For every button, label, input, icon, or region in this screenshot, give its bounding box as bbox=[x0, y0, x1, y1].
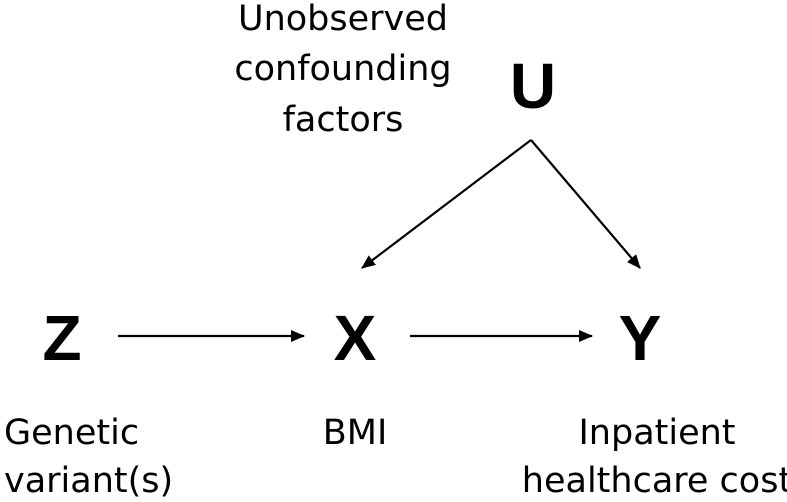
node-x-label-line-1: BMI bbox=[323, 413, 388, 453]
node-z-letter: Z bbox=[42, 302, 81, 374]
node-z-label-line-2: variant(s) bbox=[4, 461, 173, 501]
node-u-label-line-2: confounding bbox=[234, 49, 451, 89]
node-u-label: Unobserved confounding factors bbox=[234, 0, 451, 140]
node-z-label-line-1: Genetic bbox=[4, 413, 139, 453]
edge-u-to-y bbox=[530, 139, 641, 269]
node-y-letter: Y bbox=[619, 302, 662, 374]
node-u-label-line-3: factors bbox=[283, 100, 404, 140]
node-y-label-line-2: healthcare cost bbox=[522, 461, 787, 501]
node-u-label-line-1: Unobserved bbox=[238, 0, 448, 39]
node-z-label: Genetic variant(s) bbox=[4, 413, 173, 501]
node-y-label: Inpatient healthcare cost bbox=[522, 413, 787, 501]
node-x-label: BMI bbox=[323, 413, 388, 453]
node-x-letter: X bbox=[334, 302, 377, 374]
node-y-label-line-1: Inpatient bbox=[578, 413, 735, 453]
edge-u-to-x bbox=[361, 139, 532, 269]
node-u-letter: U bbox=[510, 50, 556, 122]
